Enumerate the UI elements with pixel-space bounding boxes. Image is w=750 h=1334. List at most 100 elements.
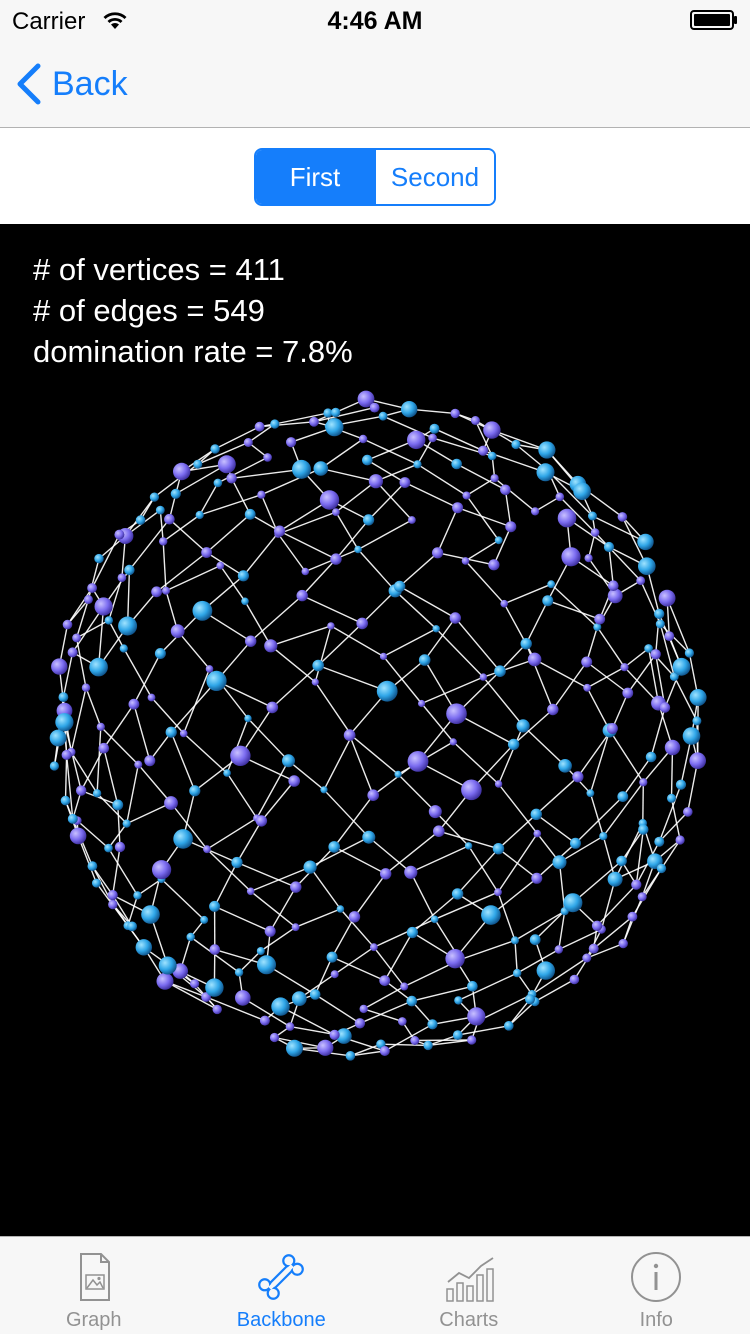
graph-vertex xyxy=(583,683,592,692)
graph-edge xyxy=(470,743,515,791)
graph-vertex xyxy=(51,658,68,675)
graph-vertex xyxy=(588,943,599,954)
graph-edge xyxy=(368,482,406,521)
graph-edge xyxy=(466,477,495,497)
graph-edge xyxy=(348,734,374,796)
segment-second[interactable]: Second xyxy=(374,150,494,204)
graph-vertex xyxy=(257,955,276,975)
graph-edge xyxy=(434,811,470,847)
graph-edge xyxy=(250,595,303,642)
graph-edge xyxy=(62,652,74,698)
graph-vertex xyxy=(500,599,509,608)
graph-vertex xyxy=(134,760,143,769)
graph-edge xyxy=(230,477,251,515)
graph-vertex xyxy=(400,982,409,991)
graph-vertex xyxy=(569,974,580,985)
graph-edge xyxy=(573,948,595,980)
graph-edge xyxy=(534,496,561,513)
graph-vertex xyxy=(669,672,679,681)
graph-edge xyxy=(531,957,588,995)
graph-vertex xyxy=(398,1017,407,1026)
graph-vertex xyxy=(445,949,465,969)
segment-first[interactable]: First xyxy=(256,150,374,204)
graph-edge xyxy=(214,426,260,450)
graph-edge xyxy=(416,437,434,465)
graph-edge xyxy=(91,865,114,896)
graph-edge xyxy=(456,713,514,746)
graph-vertex xyxy=(454,996,463,1005)
graph-edge xyxy=(80,789,119,806)
graph-vertex xyxy=(616,855,627,867)
graph-vertex xyxy=(593,623,602,632)
graph-edge xyxy=(363,985,405,1010)
back-button[interactable]: Back xyxy=(14,60,128,108)
graph-edge xyxy=(320,467,377,482)
graph-vertex xyxy=(256,947,265,955)
graph-vertex xyxy=(622,687,634,699)
graph-vertex xyxy=(114,529,125,540)
graph-edge xyxy=(97,606,105,668)
graph-edge xyxy=(359,1000,413,1024)
graph-edge xyxy=(641,868,663,898)
graph-vertex xyxy=(620,663,629,672)
tab-graph[interactable]: Graph xyxy=(0,1237,188,1334)
graph-edge xyxy=(261,467,322,496)
graph-edge xyxy=(260,926,296,952)
graph-edge xyxy=(314,993,361,1024)
graph-edge xyxy=(295,908,341,928)
graph-edge xyxy=(659,623,690,654)
graph-edge xyxy=(503,583,552,605)
graph-vertex xyxy=(330,970,339,979)
graph-edge xyxy=(87,558,100,600)
graph-edge xyxy=(108,620,125,649)
graph-edge xyxy=(205,996,266,1022)
graph-edge xyxy=(673,676,698,722)
domination-rate: domination rate = 7.8% xyxy=(33,334,353,369)
graph-edge xyxy=(534,978,575,1003)
graph-vertex xyxy=(557,508,577,528)
graph-view[interactable]: # of vertices = 411 # of edges = 549 dom… xyxy=(0,224,750,1236)
graph-edge xyxy=(660,839,681,869)
graph-vertex xyxy=(446,703,467,724)
tab-charts[interactable]: Charts xyxy=(375,1237,563,1334)
graph-edge xyxy=(428,1039,472,1047)
graph-edge xyxy=(459,939,516,961)
graph-vertex xyxy=(151,586,163,598)
graph-vertex xyxy=(461,557,470,565)
graph-vertex xyxy=(158,956,177,975)
graph-vertex xyxy=(206,670,227,691)
tab-backbone[interactable]: Backbone xyxy=(188,1237,376,1334)
graph-vertex xyxy=(244,714,252,723)
graph-edge xyxy=(64,754,68,801)
graph-vertex xyxy=(370,943,378,952)
graph-vertex xyxy=(570,837,581,849)
graph-vertex xyxy=(200,915,209,924)
graph-vertex xyxy=(427,1019,438,1030)
tab-info[interactable]: Info xyxy=(563,1237,750,1334)
graph-vertex xyxy=(356,617,369,630)
graph-vertex xyxy=(312,659,325,672)
graph-vertex xyxy=(255,815,268,827)
graph-vertex xyxy=(358,434,368,444)
graph-vertex xyxy=(114,841,126,853)
nodes-layer xyxy=(49,390,707,1061)
graph-vertex xyxy=(203,845,211,854)
sphere-graph[interactable] xyxy=(0,224,750,1236)
graph-vertex xyxy=(291,991,307,1006)
graph-vertex xyxy=(650,649,661,660)
graph-vertex xyxy=(62,619,73,630)
graph-vertex xyxy=(192,600,213,621)
chevron-left-icon xyxy=(17,63,41,105)
graph-edge xyxy=(260,780,295,822)
graph-edge xyxy=(397,773,436,813)
graph-vertex xyxy=(369,402,380,413)
graph-edge xyxy=(384,980,413,1002)
graph-vertex xyxy=(462,491,471,500)
graph-edge xyxy=(498,783,538,835)
graph-edge xyxy=(464,560,505,605)
graph-vertex xyxy=(449,738,457,746)
graph-edge xyxy=(383,628,437,658)
graph-vertex xyxy=(154,648,166,659)
graph-edge xyxy=(270,645,316,683)
graph-edge xyxy=(627,653,657,694)
